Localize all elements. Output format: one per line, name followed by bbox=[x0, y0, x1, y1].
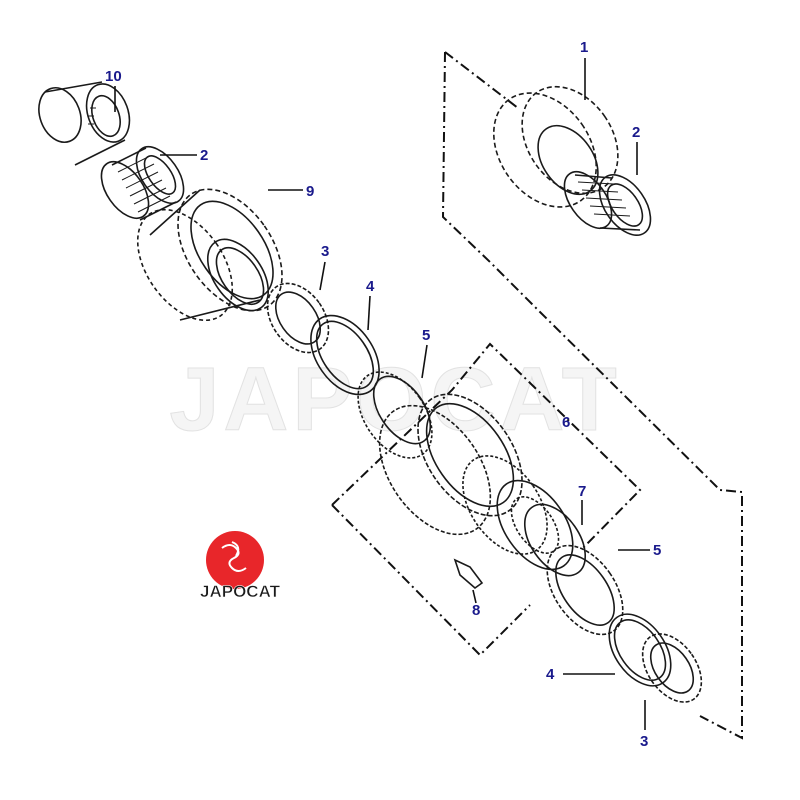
label-part-7: 7 bbox=[578, 483, 586, 500]
label-part-5-lower: 5 bbox=[653, 542, 661, 559]
label-part-9: 9 bbox=[306, 183, 314, 200]
dashed-outline-group-6 bbox=[331, 342, 642, 657]
part-8-shifting-key bbox=[453, 558, 484, 590]
part-1-gear bbox=[492, 85, 619, 208]
label-part-2-left: 2 bbox=[200, 147, 208, 164]
part-4-snap-ring-lower bbox=[608, 613, 672, 687]
label-part-4-lower: 4 bbox=[546, 666, 555, 683]
watermark: JAPOCAT bbox=[169, 350, 620, 450]
part-4-snap-ring-upper bbox=[310, 314, 380, 396]
japocat-logo: JAPOCAT bbox=[200, 531, 281, 601]
part-2-needle-bearing-right bbox=[563, 171, 652, 236]
dashed-outline-main bbox=[441, 51, 743, 740]
part-5-ring-lower bbox=[546, 544, 624, 636]
part-9-gear bbox=[136, 188, 283, 322]
label-part-2-right: 2 bbox=[632, 124, 640, 141]
logo-text: JAPOCAT bbox=[200, 582, 281, 601]
label-part-5-upper: 5 bbox=[422, 327, 430, 344]
label-part-3-upper: 3 bbox=[321, 243, 329, 260]
part-2-needle-bearing-left bbox=[100, 146, 185, 221]
part-7-spring bbox=[523, 503, 587, 577]
leader-lines bbox=[114, 58, 650, 730]
part-3-synchro-ring-lower bbox=[641, 633, 703, 703]
label-part-4-upper: 4 bbox=[366, 278, 375, 295]
label-part-8: 8 bbox=[472, 602, 480, 619]
label-part-1: 1 bbox=[580, 39, 588, 56]
part-5-ring-upper bbox=[357, 371, 433, 459]
part-3-synchro-ring-upper bbox=[266, 282, 330, 354]
part-6-synchro-sleeve bbox=[378, 393, 574, 571]
label-part-10: 10 bbox=[105, 68, 122, 85]
label-part-3-lower: 3 bbox=[640, 733, 648, 750]
label-part-6: 6 bbox=[562, 414, 570, 431]
part-10-sleeve bbox=[38, 81, 131, 166]
